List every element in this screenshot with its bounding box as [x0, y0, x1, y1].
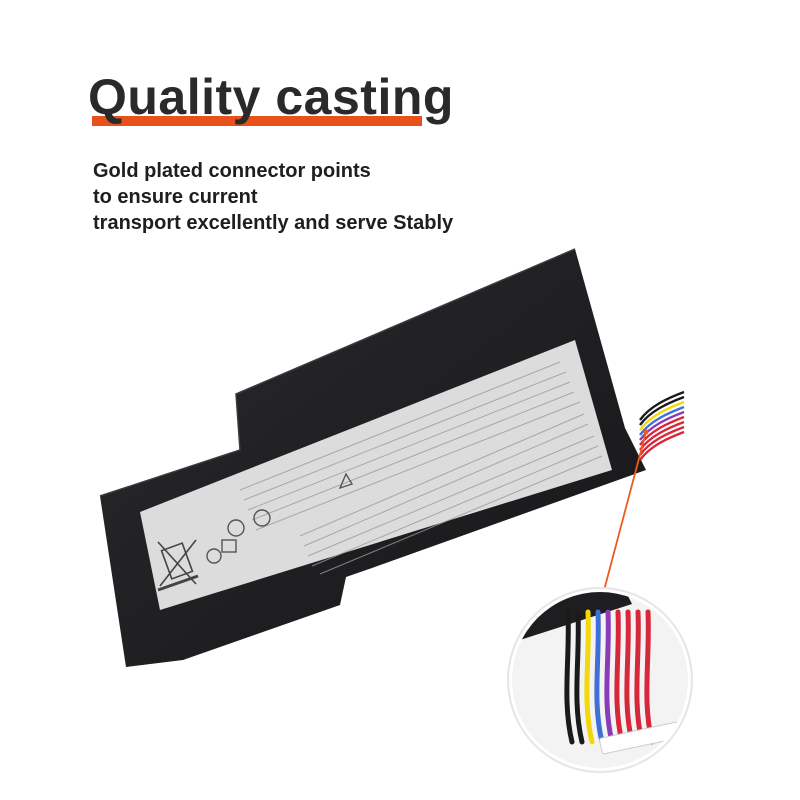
pointer-line [601, 429, 649, 599]
zoom-wire [574, 609, 585, 745]
zoom-wire [634, 609, 645, 745]
battery-label-sticker [140, 340, 612, 610]
label-fine-print [239, 361, 603, 575]
connector-zoom-circle [507, 587, 693, 773]
feature-description: Gold plated connector points to ensure c… [93, 158, 453, 236]
cert-circle-icon [253, 509, 271, 527]
wire [639, 430, 685, 461]
wire [639, 405, 685, 436]
cert-circle-icon [227, 519, 245, 537]
zoom-wire [564, 609, 575, 745]
zoom-wire [624, 609, 635, 745]
wire [639, 395, 685, 426]
crossed-bin-icon [157, 539, 199, 592]
zoom-wire [604, 609, 615, 745]
wire [639, 410, 685, 441]
connector-wires [639, 390, 685, 461]
headline-underline [92, 116, 422, 126]
zoom-wire [584, 609, 595, 745]
headline-title: Quality casting [88, 69, 454, 125]
cert-square-icon [221, 539, 237, 553]
warning-triangle-icon [338, 472, 354, 490]
description-line-2: to ensure current [93, 186, 258, 208]
wire [639, 400, 685, 431]
description-line-3: transport excellently and serve Stably [93, 212, 454, 234]
wire [639, 425, 685, 456]
cert-circle-icon [206, 548, 222, 564]
headline-block: Quality casting [88, 66, 453, 128]
certification-icons [206, 472, 354, 564]
zoom-wire [614, 609, 625, 745]
zoom-wire [594, 609, 605, 745]
wire [639, 390, 685, 421]
description-line-1: Gold plated connector points [93, 160, 371, 182]
